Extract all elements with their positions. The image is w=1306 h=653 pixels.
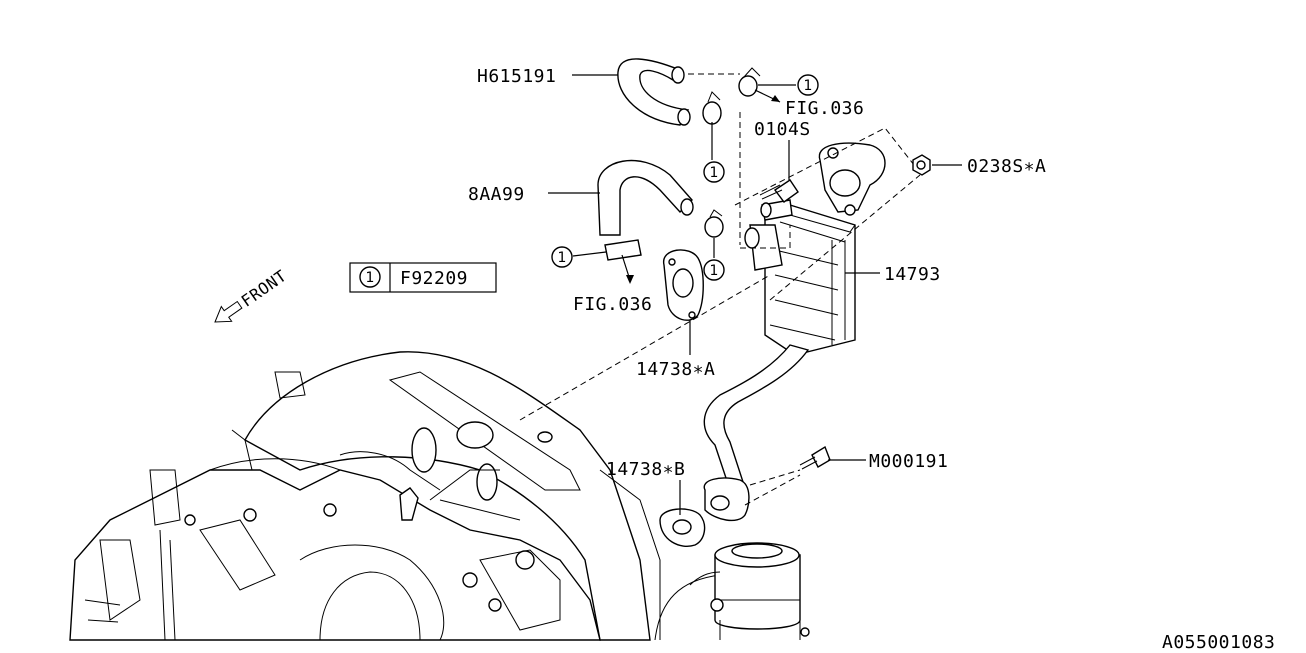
callout-number: 1 — [558, 250, 567, 266]
callout-number: 1 — [710, 165, 719, 181]
label-0104s: 0104S — [754, 119, 811, 140]
label-14793: 14793 — [884, 264, 941, 285]
hose-h615191 — [617, 58, 691, 126]
label-m000191: M000191 — [869, 451, 948, 472]
legend-code: F92209 — [400, 268, 468, 289]
legend-box: 1 F92209 — [349, 262, 497, 293]
label-8aa99: 8AA99 — [468, 184, 525, 205]
gasket-14738-b — [659, 508, 706, 547]
label-14738-a: 14738∗A — [636, 359, 715, 380]
legend-number: 1 — [366, 270, 375, 286]
label-fig036-mid: FIG.036 — [573, 294, 652, 315]
dashed-leader-lines — [519, 73, 921, 506]
part-labels: H615191 FIG.036 0104S 0238S∗A 8AA99 1479… — [468, 66, 1275, 653]
diagram-id: A055001083 — [1162, 632, 1275, 653]
gasket-14738-a — [663, 249, 704, 321]
hose-8aa99 — [597, 159, 694, 261]
label-leader-lines — [548, 74, 962, 515]
label-14738-b: 14738∗B — [606, 459, 685, 480]
callout-circles: 1 1 1 1 — [551, 74, 819, 281]
callout-number: 1 — [710, 263, 719, 279]
label-fig036-top: FIG.036 — [785, 98, 864, 119]
hose-clamps — [702, 67, 761, 238]
front-direction-indicator: FRONT — [214, 266, 290, 323]
callout-number: 1 — [804, 78, 813, 94]
engine-assembly-drawing — [69, 351, 810, 641]
label-h615191: H615191 — [477, 66, 556, 87]
label-0238s-a: 0238S∗A — [967, 156, 1046, 177]
egr-cooler-14793 — [703, 142, 886, 522]
front-label: FRONT — [238, 266, 290, 311]
